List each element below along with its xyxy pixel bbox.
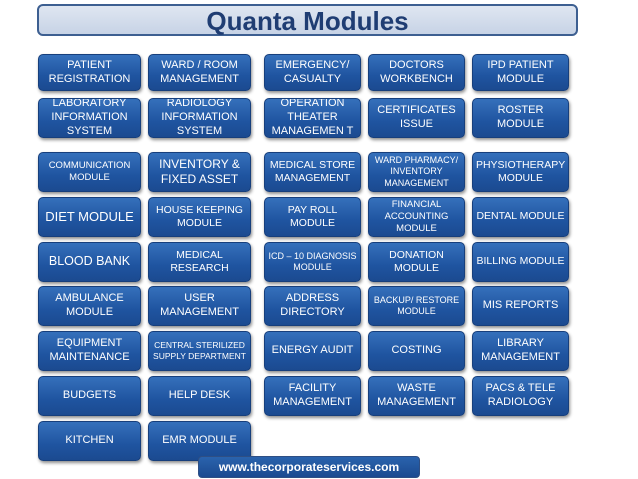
module-tile[interactable]: LIBRARY MANAGEMENT — [472, 331, 569, 371]
module-tile[interactable]: PATIENT REGISTRATION — [38, 54, 141, 91]
module-tile[interactable]: EQUIPMENT MAINTENANCE — [38, 331, 141, 371]
footer-website[interactable]: www.thecorporateservices.com — [198, 456, 420, 478]
module-tile[interactable]: INVENTORY & FIXED ASSET — [148, 152, 251, 192]
module-tile[interactable]: PHYSIOTHERAPY MODULE — [472, 152, 569, 192]
module-tile[interactable]: WARD PHARMACY/ INVENTORY MANAGEMENT — [368, 152, 465, 192]
module-tile[interactable]: FACILITY MANAGEMENT — [264, 376, 361, 416]
module-tile[interactable]: PAY ROLL MODULE — [264, 197, 361, 237]
page-title: Quanta Modules — [37, 4, 578, 36]
module-tile[interactable]: RADIOLOGY INFORMATION SYSTEM — [148, 98, 251, 138]
module-tile[interactable]: MEDICAL STORE MANAGEMENT — [264, 152, 361, 192]
module-tile[interactable]: BILLING MODULE — [472, 242, 569, 282]
module-tile[interactable]: EMR MODULE — [148, 421, 251, 461]
module-tile[interactable]: HOUSE KEEPING MODULE — [148, 197, 251, 237]
module-tile[interactable]: ROSTER MODULE — [472, 98, 569, 138]
module-tile[interactable]: AMBULANCE MODULE — [38, 286, 141, 326]
module-tile[interactable]: EMERGENCY/ CASUALTY — [264, 54, 361, 91]
module-tile[interactable]: COMMUNICATION MODULE — [38, 152, 141, 192]
module-tile[interactable]: CERTIFICATES ISSUE — [368, 98, 465, 138]
module-tile[interactable]: ENERGY AUDIT — [264, 331, 361, 371]
module-tile[interactable]: WASTE MANAGEMENT — [368, 376, 465, 416]
module-tile[interactable]: DOCTORS WORKBENCH — [368, 54, 465, 91]
module-tile[interactable]: FINANCIAL ACCOUNTING MODULE — [368, 197, 465, 237]
module-tile[interactable]: WARD / ROOM MANAGEMENT — [148, 54, 251, 91]
module-tile[interactable]: USER MANAGEMENT — [148, 286, 251, 326]
module-tile[interactable]: IPD PATIENT MODULE — [472, 54, 569, 91]
module-tile[interactable]: BUDGETS — [38, 376, 141, 416]
module-tile[interactable]: HELP DESK — [148, 376, 251, 416]
module-tile[interactable]: DENTAL MODULE — [472, 197, 569, 237]
module-tile[interactable]: MEDICAL RESEARCH — [148, 242, 251, 282]
module-tile[interactable]: ICD – 10 DIAGNOSIS MODULE — [264, 242, 361, 282]
module-tile[interactable]: LABORATORY INFORMATION SYSTEM — [38, 98, 141, 138]
module-tile[interactable]: BACKUP/ RESTORE MODULE — [368, 286, 465, 326]
module-tile[interactable]: CENTRAL STERILIZED SUPPLY DEPARTMENT — [148, 331, 251, 371]
module-tile[interactable]: PACS & TELE RADIOLOGY — [472, 376, 569, 416]
module-tile[interactable]: MIS REPORTS — [472, 286, 569, 326]
module-tile[interactable]: BLOOD BANK — [38, 242, 141, 282]
module-tile[interactable]: DONATION MODULE — [368, 242, 465, 282]
module-tile[interactable]: DIET MODULE — [38, 197, 141, 237]
module-tile[interactable]: COSTING — [368, 331, 465, 371]
module-tile[interactable]: ADDRESS DIRECTORY — [264, 286, 361, 326]
module-tile[interactable]: KITCHEN — [38, 421, 141, 461]
module-tile[interactable]: OPERATION THEATER MANAGEMEN T — [264, 98, 361, 138]
